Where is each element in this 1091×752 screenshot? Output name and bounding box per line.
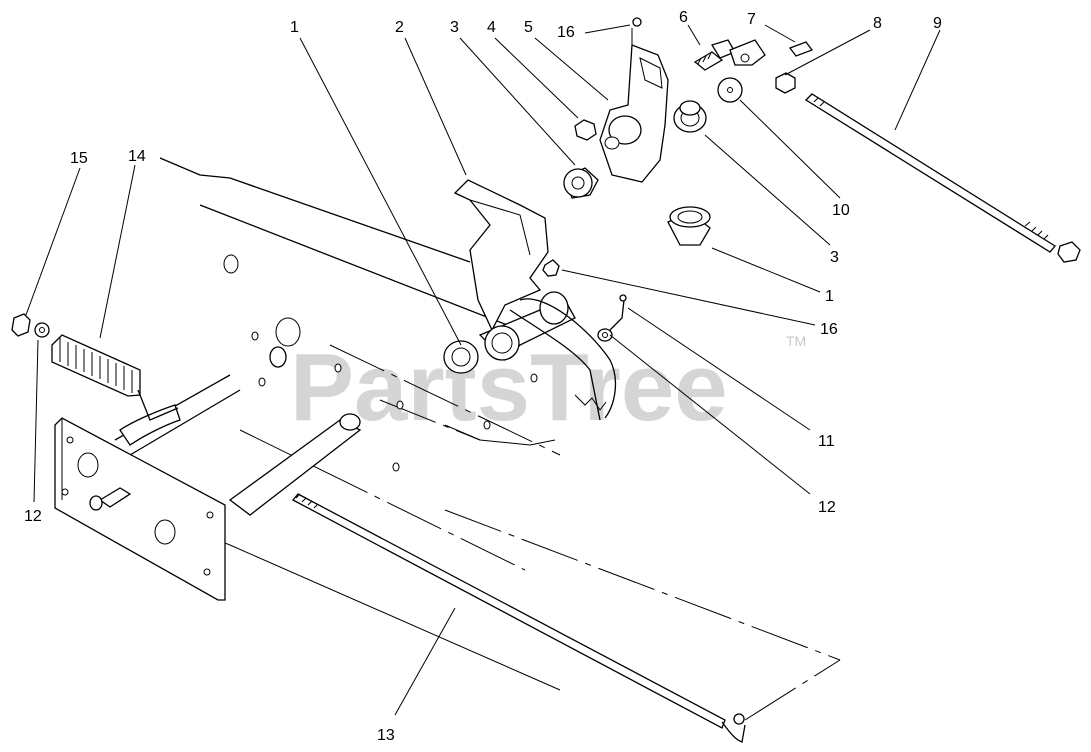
callout-4: 4: [487, 19, 496, 36]
leader-lines: [25, 24, 941, 716]
callout-1-top: 1: [290, 19, 299, 36]
callout-7: 7: [747, 11, 756, 28]
callout-16-right: 16: [820, 321, 838, 338]
callout-12-right: 12: [818, 499, 836, 516]
mounting-plate: [54, 346, 362, 601]
callout-11: 11: [818, 433, 835, 450]
rod-13: [291, 493, 841, 743]
callout-15: 15: [70, 150, 88, 167]
callout-9: 9: [933, 15, 942, 32]
spring-assembly: [11, 313, 179, 421]
nut-8: [775, 72, 796, 94]
callout-10: 10: [832, 202, 850, 219]
callout-labels: 1 2 3 4 5 16 6 7 8 9 10 3 1 16 11 12 15 …: [24, 9, 942, 744]
callout-14: 14: [128, 148, 146, 165]
nut-16-lower: [542, 259, 560, 277]
callout-6: 6: [679, 9, 688, 26]
spacer-3-right: [673, 100, 707, 133]
callout-12-left: 12: [24, 508, 42, 525]
callout-2: 2: [395, 19, 404, 36]
washer-10-hole: [727, 87, 733, 93]
callout-13: 13: [377, 727, 395, 744]
shift-rod: [509, 294, 627, 421]
upper-bracket: [599, 17, 669, 183]
callout-3-top: 3: [450, 19, 459, 36]
callout-8: 8: [873, 15, 882, 32]
control-lever: [453, 179, 549, 332]
callout-16-top: 16: [557, 24, 575, 41]
nut-4: [574, 119, 597, 141]
rod-9: [804, 93, 1081, 263]
watermark-trademark: TM: [786, 333, 806, 349]
callout-5: 5: [524, 19, 533, 36]
callout-1-right: 1: [825, 288, 834, 305]
callout-3-right: 3: [830, 249, 839, 266]
bushing-right: [667, 206, 711, 246]
ball-joint: [729, 39, 814, 66]
bolt-6: [693, 39, 736, 71]
spacer-3-left: [563, 167, 599, 199]
